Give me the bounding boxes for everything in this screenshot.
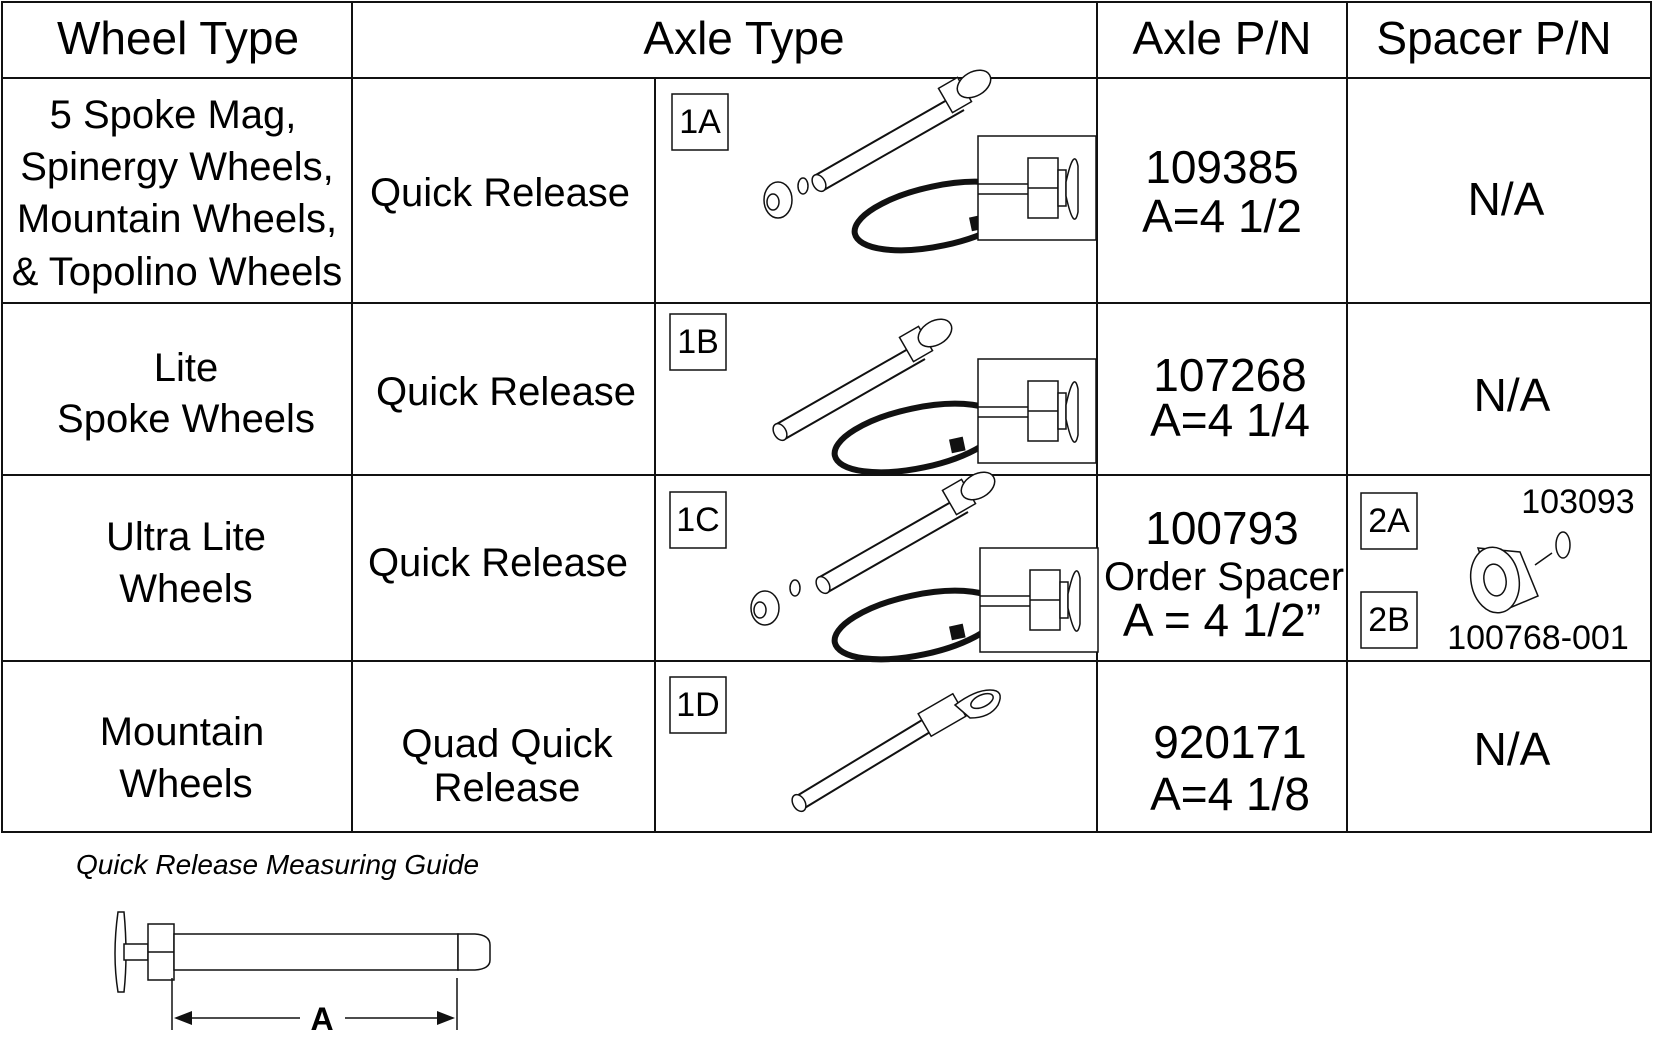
axle-part-number: 100793: [1145, 502, 1299, 554]
callout-label: 2B: [1368, 601, 1410, 639]
axle-part-number: 109385: [1145, 141, 1299, 193]
callout-box: [1360, 492, 1418, 550]
axle-illustration: [750, 465, 1099, 672]
callout-label: 1B: [677, 323, 719, 361]
axle-type-label: Quick Release: [368, 541, 628, 585]
wheel-type-line: Wheels: [119, 567, 252, 611]
callout-label: 1A: [679, 103, 721, 141]
header-axle-pn: Axle P/N: [1133, 12, 1312, 64]
callout-box: [671, 93, 729, 151]
axle-dimension: A=4 1/2: [1142, 190, 1302, 242]
axle-part-number: 920171: [1153, 716, 1307, 768]
axle-illustration: [791, 689, 1001, 813]
callout-label: 1D: [676, 686, 719, 724]
axle-illustration: [763, 63, 1097, 263]
wheel-type-line: 5 Spoke Mag,: [50, 93, 297, 137]
parts-table: [1, 1, 1652, 833]
axle-dimension: A=4 1/8: [1150, 768, 1310, 820]
table-row: Lite Spoke Wheels Quick Release 1B 10726…: [57, 312, 1551, 485]
axle-type-label: Quick Release: [370, 171, 630, 215]
callout-box: [1360, 591, 1418, 649]
spacer-part-a: 103093: [1521, 483, 1634, 521]
axle-illustration: [769, 312, 1097, 485]
axle-order-note: Order Spacer: [1104, 555, 1344, 599]
wheel-type-line: Wheels: [119, 762, 252, 806]
axle-dimension: A=4 1/4: [1150, 394, 1310, 446]
spacer-part-number: N/A: [1474, 723, 1551, 775]
wheel-type-line: Spinergy Wheels,: [20, 145, 333, 189]
axle-part-number: 107268: [1153, 349, 1307, 401]
axle-dimension: A = 4 1/2”: [1123, 594, 1321, 646]
wheel-type-line: & Topolino Wheels: [12, 250, 343, 294]
callout-label: 2A: [1368, 502, 1410, 540]
wheel-type-line: Ultra Lite: [106, 515, 266, 559]
callout-box: [669, 313, 727, 371]
header-spacer-pn: Spacer P/N: [1376, 12, 1611, 64]
header-wheel-type: Wheel Type: [57, 12, 299, 64]
table-row: 5 Spoke Mag, Spinergy Wheels, Mountain W…: [12, 63, 1545, 294]
wheel-type-line: Mountain: [100, 710, 265, 754]
wheel-type-line: Lite: [154, 346, 219, 390]
spacer-part-number: N/A: [1468, 173, 1545, 225]
axle-type-label: Quad Quick: [401, 722, 613, 766]
wheel-type-line: Mountain Wheels,: [17, 197, 337, 241]
spacer-part-b: 100768-001: [1447, 619, 1629, 657]
dimension-label: A: [310, 1001, 333, 1037]
table-row: Ultra Lite Wheels Quick Release 1C 10079…: [106, 465, 1635, 672]
callout-box: [669, 491, 727, 549]
spacer-part-number: N/A: [1474, 369, 1551, 421]
header-axle-type: Axle Type: [643, 12, 844, 64]
table-row: Mountain Wheels Quad Quick Release 1D 92…: [100, 676, 1551, 820]
spacer-illustration: [1469, 531, 1571, 614]
callout-label: 1C: [676, 501, 719, 539]
axle-type-label: Quick Release: [376, 370, 636, 414]
guide-caption: Quick Release Measuring Guide: [76, 849, 479, 880]
callout-box: [669, 676, 727, 734]
measuring-guide-illustration: [114, 911, 491, 1030]
wheel-type-line: Spoke Wheels: [57, 397, 315, 441]
axle-type-label: Release: [434, 766, 581, 810]
